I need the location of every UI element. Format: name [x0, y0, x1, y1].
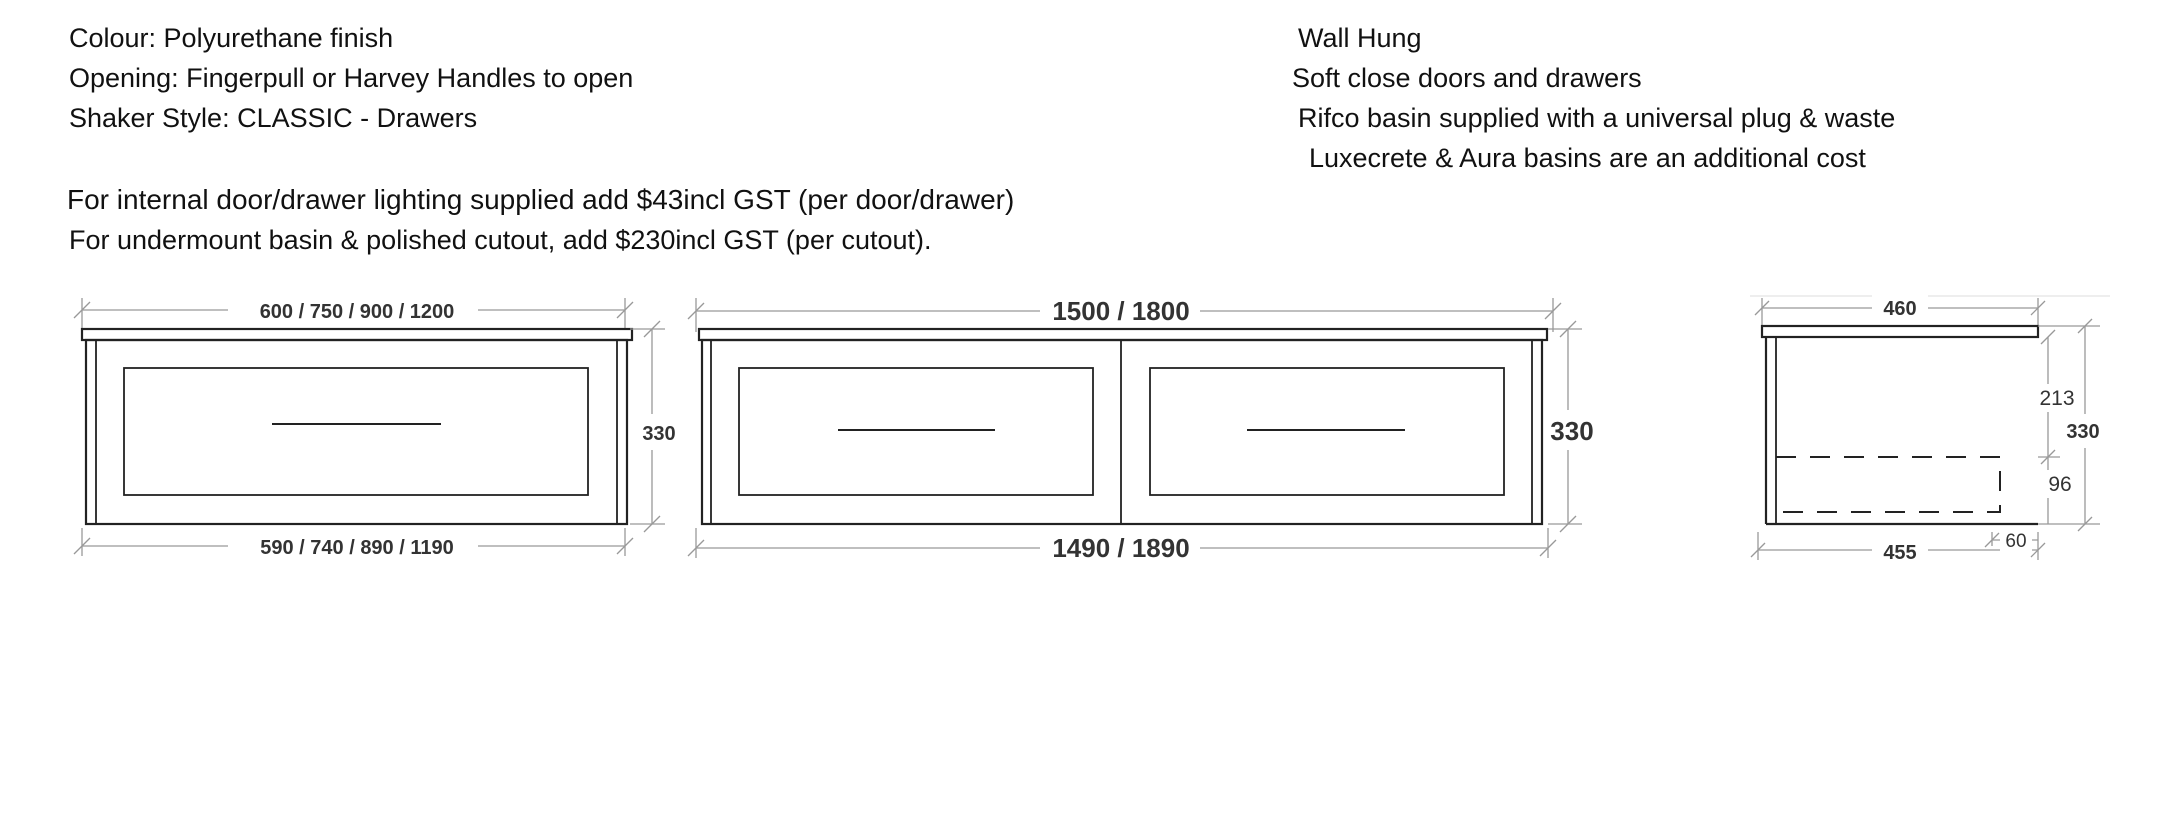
double-bottom-width-label: 1490 / 1890	[1052, 533, 1189, 563]
side-view	[1750, 294, 2110, 564]
spec-wall-hung: Wall Hung	[1298, 23, 1422, 53]
side-benchtop	[1760, 324, 2040, 339]
double-unit-front-view	[687, 294, 1600, 564]
note-undermount-basin: For undermount basin & polished cutout, …	[69, 225, 932, 255]
single-height-label: 330	[642, 423, 675, 445]
side-total-height-label: 330	[2066, 421, 2099, 443]
spec-soft-close: Soft close doors and drawers	[1292, 63, 1642, 93]
note-internal-lighting: For internal door/drawer lighting suppli…	[67, 184, 1015, 215]
side-offset-label: 60	[2005, 531, 2026, 552]
single-unit-front-view	[73, 296, 680, 560]
spec-colour: Colour: Polyurethane finish	[69, 23, 394, 53]
double-top-width-label: 1500 / 1800	[1052, 296, 1189, 326]
spec-luxecrete-basins: Luxecrete & Aura basins are an additiona…	[1309, 143, 1866, 173]
side-drawer-outline	[1776, 456, 2001, 513]
double-carcass	[700, 338, 1544, 526]
side-top-depth-label: 460	[1883, 298, 1916, 320]
single-bottom-width-label: 590 / 740 / 890 / 1190	[260, 537, 454, 559]
single-top-width-label: 600 / 750 / 900 / 1200	[260, 301, 455, 323]
spec-shaker-style: Shaker Style: CLASSIC - Drawers	[69, 103, 478, 133]
double-benchtop	[697, 327, 1549, 342]
single-carcass	[84, 338, 629, 526]
side-drawer-height-label: 96	[2048, 473, 2071, 496]
single-benchtop	[80, 327, 634, 342]
side-bottom-depth-label: 455	[1883, 542, 1916, 564]
spec-rifco-basin: Rifco basin supplied with a universal pl…	[1298, 103, 1896, 133]
double-drawer-left	[738, 367, 1094, 496]
spec-opening: Opening: Fingerpull or Harvey Handles to…	[69, 63, 634, 93]
double-height-label: 330	[1550, 416, 1593, 446]
side-upper-height-label: 213	[2039, 387, 2074, 410]
double-drawer-right	[1149, 367, 1505, 496]
single-drawer-front	[123, 367, 589, 496]
